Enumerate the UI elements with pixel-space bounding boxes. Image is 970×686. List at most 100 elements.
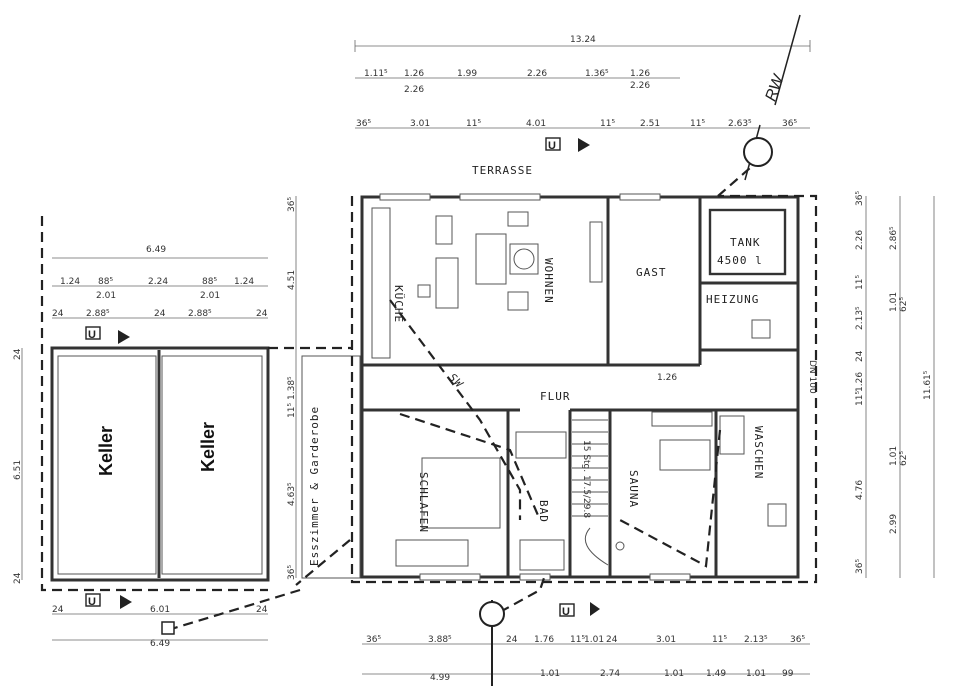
staircase: 15 Stg. 17.5/29.8 (572, 419, 609, 566)
svg-text:1.01: 1.01 (889, 446, 899, 466)
room-wohnen: WOHNEN (542, 258, 555, 304)
svg-text:2.13⁵: 2.13⁵ (744, 635, 768, 645)
svg-text:3.01: 3.01 (656, 635, 676, 645)
label-sw: SW (446, 371, 466, 391)
dim-row1-sub-0: 2.26 (404, 85, 424, 95)
main-building (360, 193, 800, 581)
section-marker-bottom: U (559, 602, 600, 618)
rw-marker: RW (743, 14, 801, 181)
esszimmer-area (301, 355, 361, 579)
dim-row2-0: 36⁵ (356, 119, 371, 129)
room-bad: BAD (537, 500, 550, 523)
svg-text:24: 24 (154, 309, 166, 319)
dim-row2-6: 11⁵ (690, 119, 705, 129)
svg-text:2.24: 2.24 (148, 277, 168, 287)
svg-text:2.99: 2.99 (889, 514, 899, 534)
svg-text:24: 24 (13, 572, 23, 584)
svg-text:24: 24 (606, 635, 618, 645)
dim-row2-2: 11⁵ (466, 119, 481, 129)
room-gast: GAST (636, 266, 667, 279)
dim-row1-2: 1.99 (457, 69, 477, 79)
svg-text:1.38⁵: 1.38⁵ (287, 376, 297, 400)
room-sauna: SAUNA (627, 470, 640, 508)
svg-text:11⁵: 11⁵ (855, 275, 865, 290)
dim-row1-5: 1.26 (630, 69, 650, 79)
svg-text:24: 24 (855, 350, 865, 362)
svg-text:1.24: 1.24 (234, 277, 254, 287)
dim-row2-7: 2.63⁵ (728, 119, 752, 129)
svg-text:24: 24 (506, 635, 518, 645)
middle-dimension-chain: 36⁵ 4.51 11⁵ 1.38⁵ 4.63⁵ 36⁵ (287, 196, 297, 580)
svg-text:2.88⁵: 2.88⁵ (86, 309, 110, 319)
svg-text:2.74: 2.74 (600, 669, 620, 679)
svg-text:2.01: 2.01 (200, 291, 220, 301)
svg-text:4.76: 4.76 (855, 480, 865, 500)
svg-text:62⁵: 62⁵ (899, 297, 909, 312)
room-heizung: HEIZUNG (706, 293, 759, 306)
svg-text:24: 24 (256, 605, 268, 615)
svg-text:11⁵: 11⁵ (570, 635, 585, 645)
section-marker-left-top: U (85, 326, 130, 344)
dim-row2-4: 11⁵ (600, 119, 615, 129)
svg-text:6.49: 6.49 (150, 639, 170, 649)
svg-text:U: U (548, 140, 556, 152)
svg-text:24: 24 (52, 605, 64, 615)
svg-text:2.26: 2.26 (855, 230, 865, 250)
svg-text:99: 99 (782, 669, 794, 679)
svg-text:88⁵: 88⁵ (98, 277, 113, 287)
svg-text:1.01: 1.01 (540, 669, 560, 679)
dashed-outlines (40, 167, 818, 686)
cellar-building (50, 346, 270, 582)
svg-text:4.63⁵: 4.63⁵ (287, 482, 297, 506)
svg-text:2.86⁵: 2.86⁵ (889, 226, 899, 250)
svg-text:11⁵: 11⁵ (855, 391, 865, 406)
stairs-label: 15 Stg. 17.5/29.8 (581, 440, 591, 518)
svg-text:88⁵: 88⁵ (202, 277, 217, 287)
right-dimension-chain: 36⁵ 2.26 11⁵ 2.13⁵ 24 1.26 11⁵ 4.76 36⁵ … (855, 191, 935, 578)
furniture (395, 211, 787, 571)
svg-text:1.49: 1.49 (706, 669, 726, 679)
svg-text:36⁵: 36⁵ (366, 635, 381, 645)
svg-text:36⁵: 36⁵ (855, 191, 865, 206)
room-esszimmer: Esszimmer & Garderobe (308, 406, 321, 566)
room-schlafen: SCHLAFEN (417, 472, 430, 533)
bottom-dimension-chain: 36⁵ 3.88⁵ 24 1.76 11⁵ 1.01 24 3.01 11⁵ 2… (362, 635, 810, 683)
room-keller-2: Keller (198, 422, 218, 472)
dim-row1-1: 1.26 (404, 69, 424, 79)
dim-row2-8: 36⁵ (782, 119, 797, 129)
dim-row2-3: 4.01 (526, 119, 546, 129)
svg-text:1.01: 1.01 (889, 292, 899, 312)
left-dimension-chain: 6.49 1.24 88⁵ 2.24 88⁵ 1.24 2.01 2.01 24… (13, 245, 268, 649)
svg-text:6.51: 6.51 (13, 460, 23, 480)
svg-text:2.13⁵: 2.13⁵ (855, 306, 865, 330)
svg-text:4.99: 4.99 (430, 673, 450, 683)
dim-row1-sub-1: 2.26 (630, 81, 650, 91)
svg-text:24: 24 (52, 309, 64, 319)
svg-text:36⁵: 36⁵ (855, 559, 865, 574)
svg-text:24: 24 (256, 309, 268, 319)
svg-text:36⁵: 36⁵ (287, 565, 297, 580)
dim-row2-1: 3.01 (410, 119, 430, 129)
dim-row1-3: 2.26 (527, 69, 547, 79)
svg-text:36⁵: 36⁵ (790, 635, 805, 645)
svg-text:1.01: 1.01 (664, 669, 684, 679)
rw-label: RW (763, 71, 789, 103)
svg-text:1.26: 1.26 (855, 372, 865, 392)
svg-text:6.49: 6.49 (146, 245, 166, 255)
section-marker-top: U (545, 137, 590, 152)
rw-circle (743, 137, 773, 167)
svg-text:2.01: 2.01 (96, 291, 116, 301)
dim-row1-0: 1.11⁵ (364, 69, 388, 79)
svg-text:1.01: 1.01 (746, 669, 766, 679)
dim-row2-5: 2.51 (640, 119, 660, 129)
svg-text:6.01: 6.01 (150, 605, 170, 615)
svg-text:36⁵: 36⁵ (287, 197, 297, 212)
room-waschen: WASCHEN (752, 426, 765, 479)
dim-row1-4: 1.36⁵ (585, 69, 609, 79)
room-tank-line1: TANK (730, 236, 761, 249)
svg-text:24: 24 (13, 348, 23, 360)
svg-text:3.88⁵: 3.88⁵ (428, 635, 452, 645)
room-terrasse: TERRASSE (472, 164, 533, 177)
svg-text:1.76: 1.76 (534, 635, 554, 645)
